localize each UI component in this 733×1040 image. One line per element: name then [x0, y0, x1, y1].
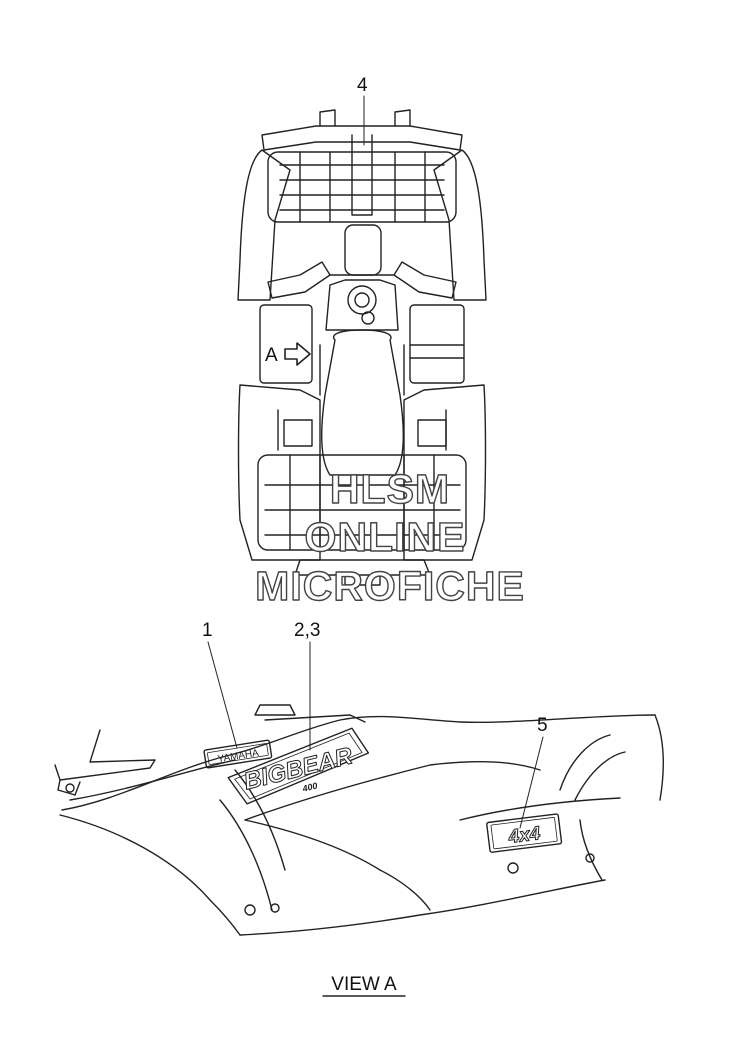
callout-5: 5 — [519, 715, 548, 829]
atv-top-view — [237, 109, 487, 586]
view-a-arrow-icon — [284, 342, 311, 366]
watermark: HLSM ONLINE MICROFICHE — [254, 465, 525, 609]
bigbear-decal: BIGBEAR 400 — [227, 727, 370, 805]
watermark-line-3: MICROFICHE — [255, 563, 525, 609]
bigbear-decal-subtext: 400 — [300, 780, 318, 794]
watermark-line-1: HLSM — [330, 466, 450, 512]
view-caption: VIEW A — [322, 974, 406, 997]
callout-4-label: 4 — [357, 75, 368, 96]
callout-5-label: 5 — [537, 715, 548, 736]
callout-1: 1 — [202, 620, 238, 749]
four-by-four-decal-text: 4x4 — [506, 823, 541, 848]
view-a-marker: A — [265, 342, 311, 366]
callout-2-3: 2,3 — [294, 620, 320, 751]
callout-4: 4 — [357, 75, 368, 146]
side-view-detail: YAMAHA BIGBEAR 400 4x4 — [54, 704, 664, 936]
view-caption-text: VIEW A — [331, 974, 397, 995]
callout-1-label: 1 — [202, 620, 213, 641]
watermark-line-2: ONLINE — [305, 514, 466, 560]
callout-2-3-label: 2,3 — [294, 620, 320, 641]
view-a-letter: A — [265, 345, 278, 366]
four-by-four-decal: 4x4 — [486, 813, 563, 853]
